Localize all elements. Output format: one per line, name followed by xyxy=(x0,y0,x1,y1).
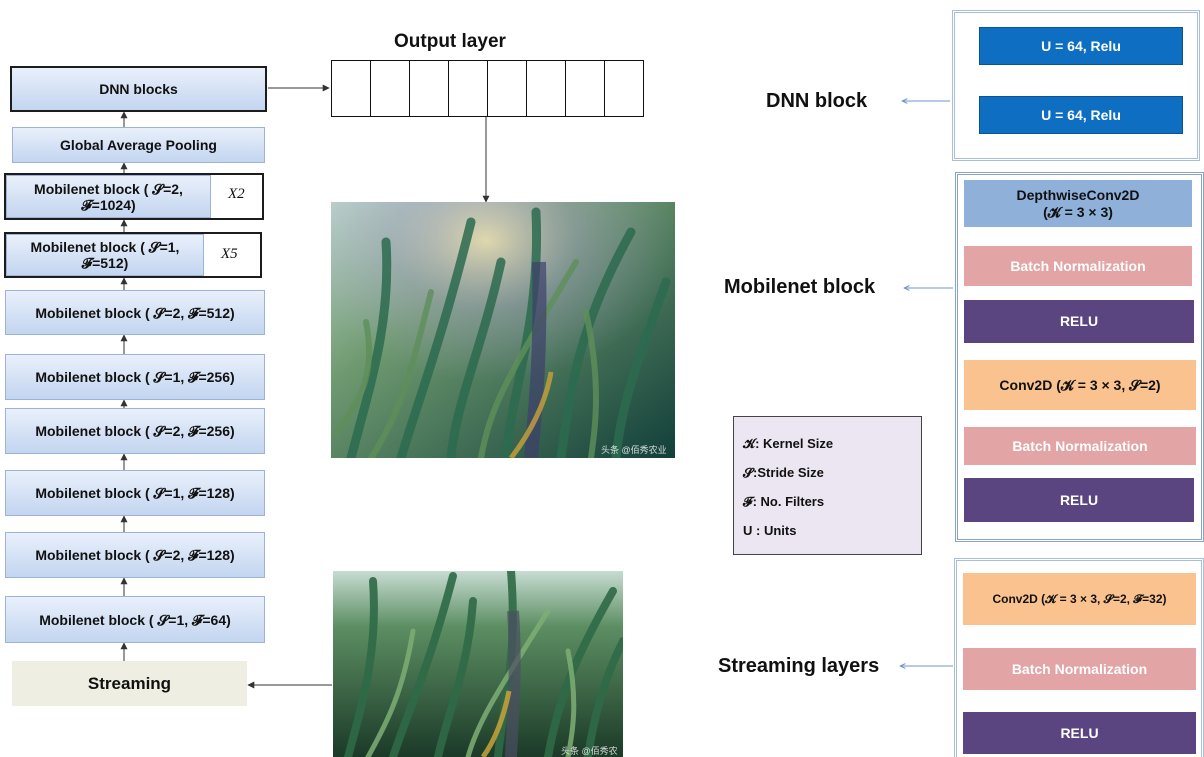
output-cell xyxy=(449,61,488,116)
output-cell xyxy=(488,61,527,116)
global-average-pooling-box: Global Average Pooling xyxy=(12,127,265,163)
output-cell xyxy=(605,61,643,116)
legend-filters: 𝓕: No. Filters xyxy=(743,494,825,509)
depthwise-kernel-label: (𝓚 = 3 × 3) xyxy=(1043,203,1113,220)
mobilenet-block-s2-f512: Mobilenet block ( 𝓢=2, 𝓕=512) xyxy=(5,290,265,335)
streaming-conv2d-box: Conv2D (𝓚 = 3 × 3, 𝓢=2, 𝓕=32) xyxy=(963,573,1196,625)
legend-box: 𝓚: Kernel Size 𝓢:Stride Size 𝓕: No. Filt… xyxy=(733,416,922,555)
depthwise-conv2d-label: DepthwiseConv2D xyxy=(1016,186,1140,203)
dnn-unit-2: U = 64, Relu xyxy=(979,96,1183,134)
dnn-unit-1: U = 64, Relu xyxy=(979,27,1183,65)
legend-kernel: 𝓚: Kernel Size xyxy=(743,436,834,451)
relu-box-2: RELU xyxy=(964,478,1194,522)
mobilenet-block-s1-f512: Mobilenet block ( 𝓢=1, 𝓕=512) xyxy=(6,234,204,276)
dnn-block-title: DNN block xyxy=(766,90,868,112)
repeat-x5-label: X5 xyxy=(221,246,238,262)
dnn-block-panel: U = 64, Relu U = 64, Relu xyxy=(952,10,1200,161)
legend-units: U : Units xyxy=(743,523,797,538)
legend-stride: 𝓢:Stride Size xyxy=(743,465,824,480)
wheat-photo-processed: 头条 @佰秀农业 xyxy=(331,202,675,458)
wheat-photo-input: 头条 @佰秀农业 xyxy=(333,571,623,757)
relu-box-1: RELU xyxy=(964,300,1194,343)
mobilenet-block-s1-f128: Mobilenet block ( 𝓢=1, 𝓕=128) xyxy=(5,470,265,516)
output-cell xyxy=(566,61,605,116)
mobilenet-block-title: Mobilenet block xyxy=(724,276,876,298)
output-cell xyxy=(332,61,371,116)
batch-norm-box-2: Batch Normalization xyxy=(964,427,1196,465)
streaming-batch-norm-box: Batch Normalization xyxy=(963,648,1196,690)
mobilenet-block-s1-f64: Mobilenet block ( 𝓢=1, 𝓕=64) xyxy=(5,596,265,643)
output-layer-title: Output layer xyxy=(394,31,506,52)
watermark: 头条 @佰秀农业 xyxy=(561,746,618,756)
mobilenet-block-s2-f1024: Mobilenet block ( 𝓢=2, 𝓕=1024) xyxy=(6,175,211,218)
depthwise-conv2d-box: DepthwiseConv2D (𝓚 = 3 × 3) xyxy=(964,180,1192,227)
mobilenet-block-s1-f256: Mobilenet block ( 𝓢=1, 𝓕=256) xyxy=(5,354,265,400)
batch-norm-box-1: Batch Normalization xyxy=(964,246,1192,286)
output-layer-vector xyxy=(331,60,644,117)
mobilenet-block-panel: DepthwiseConv2D (𝓚 = 3 × 3) Batch Normal… xyxy=(955,172,1204,542)
streaming-relu-box: RELU xyxy=(963,712,1196,754)
watermark: 头条 @佰秀农业 xyxy=(601,445,667,455)
output-cell xyxy=(527,61,566,116)
repeat-group-x2: Mobilenet block ( 𝓢=2, 𝓕=1024) X2 xyxy=(4,173,264,220)
streaming-layers-panel: Conv2D (𝓚 = 3 × 3, 𝓢=2, 𝓕=32) Batch Norm… xyxy=(954,558,1204,757)
output-cell xyxy=(410,61,449,116)
output-cell xyxy=(371,61,410,116)
mobilenet-block-s2-f128: Mobilenet block ( 𝓢=2, 𝓕=128) xyxy=(5,532,265,578)
streaming-box: Streaming xyxy=(12,661,247,706)
repeat-x2-label: X2 xyxy=(228,186,245,202)
dnn-blocks-box: DNN blocks xyxy=(10,66,267,112)
conv2d-box: Conv2D (𝓚 = 3 × 3, 𝓢=2) xyxy=(964,360,1196,410)
mobilenet-block-s2-f256: Mobilenet block ( 𝓢=2, 𝓕=256) xyxy=(5,408,265,454)
repeat-group-x5: Mobilenet block ( 𝓢=1, 𝓕=512) X5 xyxy=(4,232,262,278)
streaming-layers-title: Streaming layers xyxy=(718,655,880,677)
